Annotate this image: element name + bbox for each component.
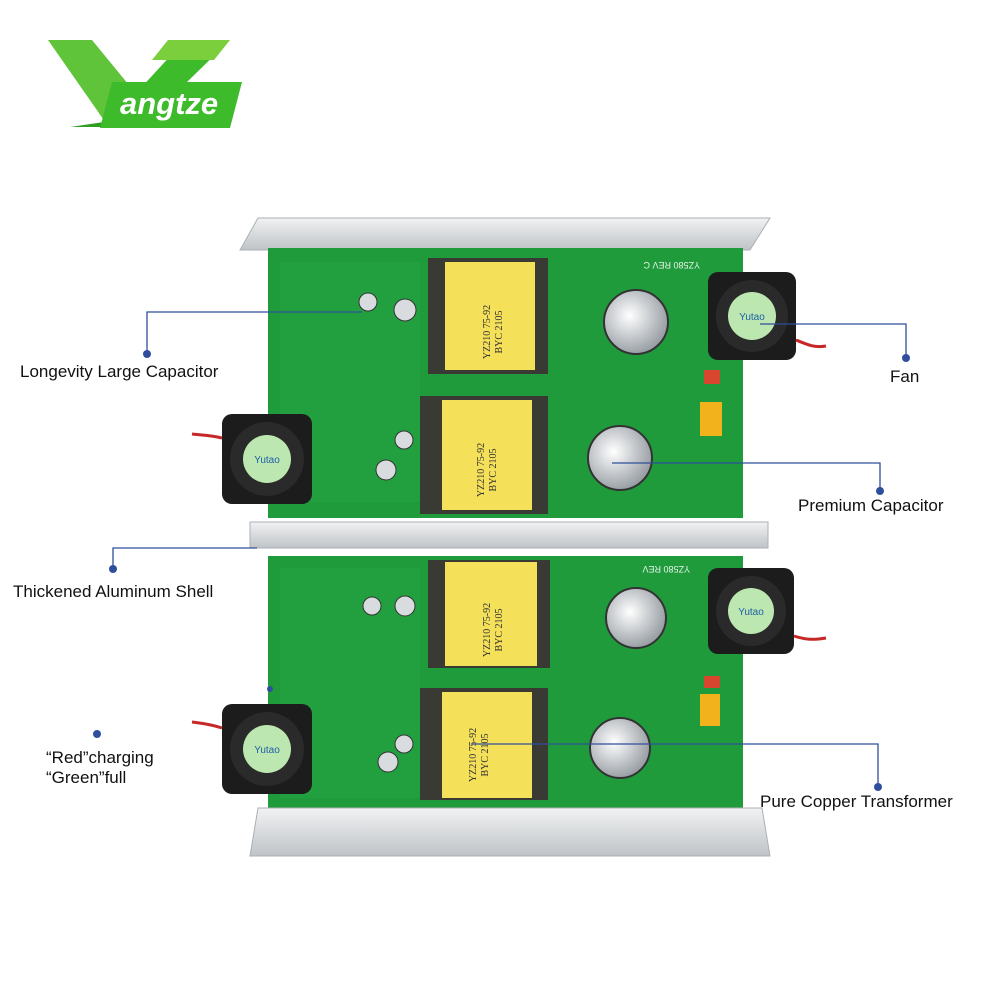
longevity-capacitor-label: Longevity Large Capacitor xyxy=(20,362,219,381)
indicator-source-dot xyxy=(267,686,273,692)
bottom-right-fan: Yutao xyxy=(708,568,794,654)
bottom-small-capacitor-2 xyxy=(394,595,416,617)
longevity-capacitor-dot xyxy=(143,350,151,358)
fan-dot xyxy=(902,354,910,362)
bottom-large-capacitor-1 xyxy=(605,587,667,649)
bottom-transformer-2-sublabel: BYC 2105 xyxy=(480,733,491,776)
top-right-fan-wire xyxy=(795,338,827,349)
top-transformer-1-label: YZ210 75-92 xyxy=(482,305,493,359)
bottom-left-fan: Yutao xyxy=(222,704,312,794)
fan-leader xyxy=(760,323,907,356)
top-transformer-1-sublabel: BYC 2105 xyxy=(494,310,505,353)
top-yellow-component xyxy=(700,402,722,436)
top-left-fan: Yutao xyxy=(222,414,312,504)
bottom-left-fan-wire xyxy=(191,720,223,730)
bottom-red-component xyxy=(704,676,720,688)
indicator-dot xyxy=(93,730,101,738)
fan-label: Fan xyxy=(890,367,920,386)
bottom-small-capacitor-4 xyxy=(394,734,414,754)
bottom-silkscreen: YZ580 REV xyxy=(642,564,690,574)
top-red-component xyxy=(704,370,720,384)
longevity-capacitor-leader xyxy=(146,311,362,352)
svg-text:Yutao: Yutao xyxy=(254,745,280,756)
top-right-fan: Yutao xyxy=(708,272,796,360)
top-transformer-2-sublabel: BYC 2105 xyxy=(488,448,499,491)
top-small-capacitor-2 xyxy=(358,292,378,312)
bottom-transformer-1-label: YZ210 75-92 xyxy=(482,603,493,657)
copper-transformer-dot xyxy=(874,783,882,791)
logo-wordmark-band xyxy=(100,82,242,128)
indicator-label-charging: “Red”charging xyxy=(46,748,154,767)
svg-text:Yutao: Yutao xyxy=(739,312,765,323)
top-large-capacitor-1 xyxy=(603,289,669,355)
bottom-yellow-component xyxy=(700,694,720,726)
brand-logo xyxy=(48,40,242,128)
svg-text:Yutao: Yutao xyxy=(254,455,280,466)
top-unit: YZ210 75-92 BYC 2105 YZ210 75-92 BYC 210… xyxy=(191,217,827,518)
top-small-capacitor-1 xyxy=(393,298,417,322)
bottom-transformer-1 xyxy=(445,562,537,666)
bottom-small-capacitor-1 xyxy=(362,596,382,616)
bottom-small-capacitor-3 xyxy=(377,751,399,773)
callout-lines xyxy=(112,311,907,786)
copper-transformer-label: Pure Copper Transformer xyxy=(760,792,953,811)
top-large-capacitor-2 xyxy=(587,425,653,491)
aluminum-shell-label: Thickened Aluminum Shell xyxy=(13,582,214,601)
svg-text:Yutao: Yutao xyxy=(738,607,764,618)
middle-aluminum-shell xyxy=(249,521,769,549)
top-silkscreen: YZ580 REV C xyxy=(643,260,700,270)
bottom-right-fan-wire xyxy=(793,634,827,641)
bottom-large-capacitor-2 xyxy=(589,717,651,779)
callout-dots xyxy=(93,350,910,791)
top-shell-lip xyxy=(239,217,771,251)
bottom-unit: YZ210 75-92 BYC 2105 YZ210 75-92 BYC 210… xyxy=(191,556,827,857)
top-transformer-2-label: YZ210 75-92 xyxy=(476,443,487,497)
top-transformer-1 xyxy=(445,262,535,370)
premium-capacitor-label: Premium Capacitor xyxy=(798,496,944,515)
top-left-fan-wire xyxy=(191,432,223,440)
top-transformer-2 xyxy=(442,400,532,510)
brand-wordmark: angtze xyxy=(120,86,219,121)
bottom-transformer-1-sublabel: BYC 2105 xyxy=(494,608,505,651)
top-small-capacitor-3 xyxy=(375,459,397,481)
premium-capacitor-leader xyxy=(612,462,881,490)
bottom-transformer-2-label: YZ210 75-92 xyxy=(468,728,479,782)
premium-capacitor-dot xyxy=(876,487,884,495)
logo-bar-top xyxy=(152,40,230,60)
aluminum-shell-leader xyxy=(112,547,257,568)
bottom-transformer-2 xyxy=(442,692,532,798)
bottom-shell-base xyxy=(249,807,771,857)
aluminum-shell-dot xyxy=(109,565,117,573)
top-small-capacitor-4 xyxy=(394,430,414,450)
indicator-label-full: “Green”full xyxy=(46,768,127,787)
copper-transformer-leader xyxy=(471,743,879,786)
